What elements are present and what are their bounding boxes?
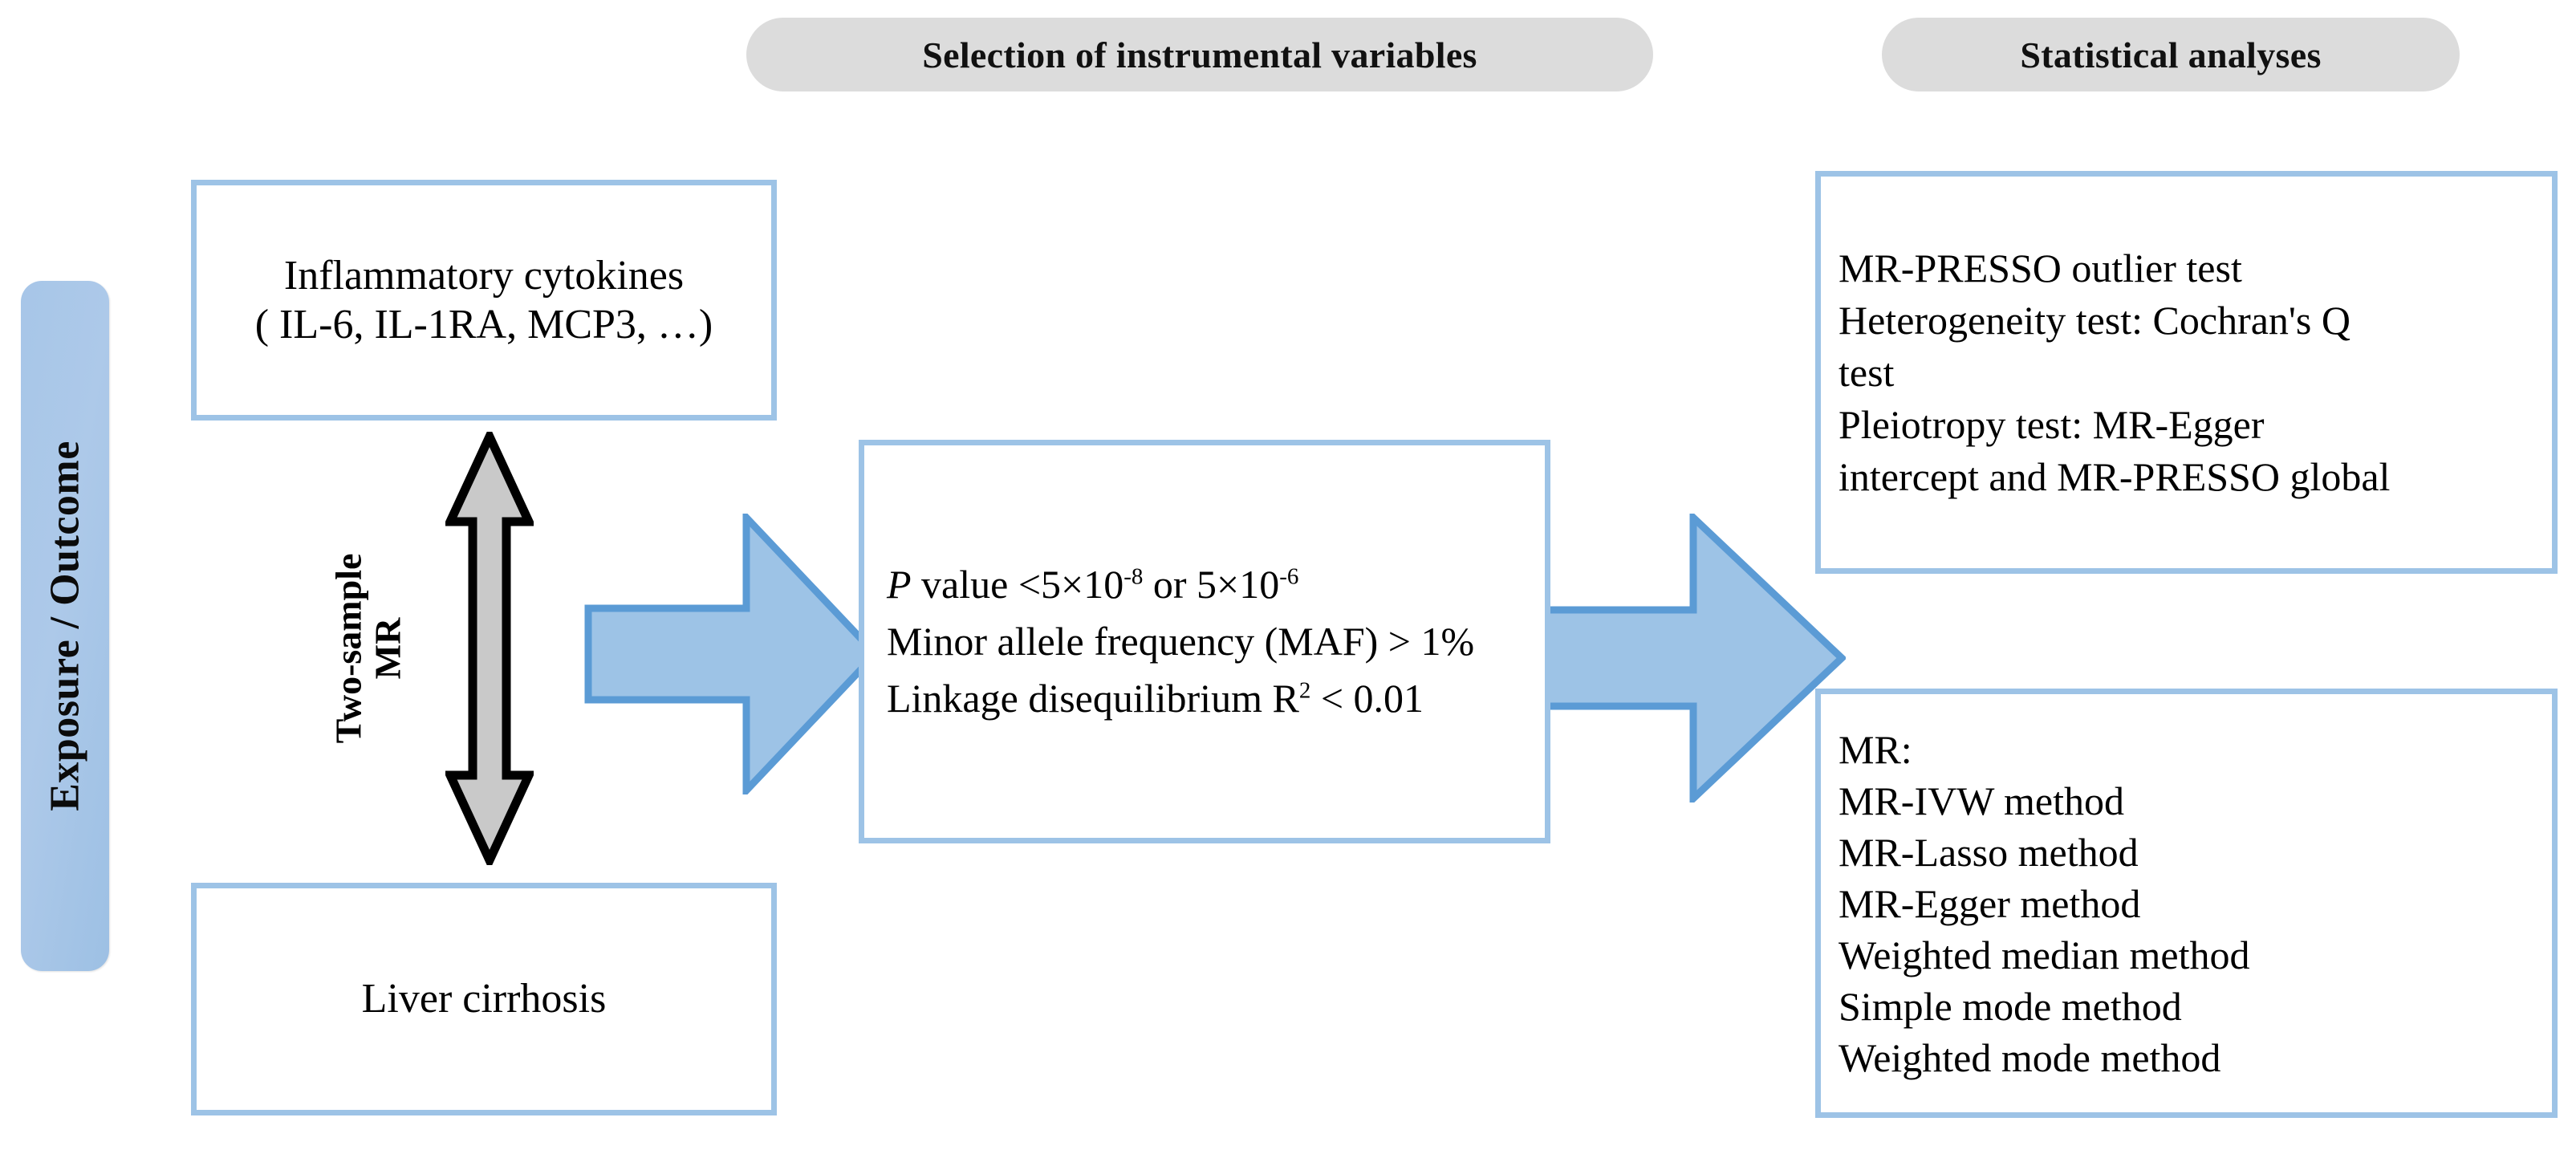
criteria-line-maf: Minor allele frequency (MAF) > 1% <box>887 619 1475 664</box>
criteria-pvalue-rest: value <5×10 <box>911 562 1124 607</box>
arrow-exposure-to-criteria-icon <box>584 508 881 800</box>
tests-line: intercept and MR-PRESSO global <box>1839 453 2391 499</box>
cytokines-line-2: ( IL-6, IL-1RA, MCP3, …) <box>254 302 713 347</box>
outcome-liver-cirrhosis-box: Liver cirrhosis <box>191 883 777 1115</box>
criteria-line-pvalue: P value <5×10-8 or 5×10-6 <box>887 556 1545 613</box>
two-sample-mr-line-1: Two-sample <box>327 553 369 744</box>
exposure-cytokines-box: Inflammatory cytokines ( IL-6, IL-1RA, M… <box>191 180 777 421</box>
exposure-cytokines-text: Inflammatory cytokines ( IL-6, IL-1RA, M… <box>255 251 713 350</box>
method-line: MR-Lasso method <box>1839 829 2139 875</box>
block-arrow-2-svg <box>1525 509 1847 807</box>
cytokines-line-1: Inflammatory cytokines <box>283 252 685 299</box>
method-line: MR-IVW method <box>1839 778 2124 823</box>
criteria-pvalue-exponent-1: -8 <box>1123 563 1144 590</box>
two-sample-mr-label: Two-sample MR <box>308 432 429 865</box>
criteria-ld-exponent: 2 <box>1298 677 1311 704</box>
criteria-pvalue-italic-p: P <box>887 562 912 607</box>
method-line: Simple mode method <box>1839 983 2182 1029</box>
tests-line: test <box>1839 349 1895 395</box>
criteria-line-ld: Linkage disequilibrium R2 < 0.01 <box>887 670 1545 727</box>
header-pill-statistics-label: Statistical analyses <box>2020 34 2322 75</box>
exposure-outcome-bar: Exposure / Outcome <box>21 281 109 971</box>
tests-line: MR-PRESSO outlier test <box>1839 245 2242 291</box>
block-arrow-1-svg <box>584 508 881 800</box>
tests-line: Pleiotropy test: MR-Egger <box>1839 401 2265 447</box>
two-sample-mr-label-text: Two-sample MR <box>327 553 408 744</box>
method-line: MR-Egger method <box>1839 880 2141 926</box>
mr-methods-text-block: MR: MR-IVW method MR-Lasso method MR-Egg… <box>1821 724 2552 1083</box>
criteria-pvalue-exponent-2: -6 <box>1279 563 1299 590</box>
mr-methods-box: MR: MR-IVW method MR-Lasso method MR-Egg… <box>1815 689 2558 1118</box>
criteria-ld-prefix: Linkage disequilibrium R <box>887 676 1299 721</box>
header-pill-selection-label: Selection of instrumental variables <box>922 34 1477 75</box>
criteria-pvalue-mid: or 5×10 <box>1143 562 1280 607</box>
two-sample-mr-double-arrow-icon <box>443 425 536 872</box>
two-sample-mr-line-2: MR <box>367 617 408 680</box>
header-pill-selection-of-instrumental-variables: Selection of instrumental variables <box>746 18 1653 91</box>
outcome-liver-cirrhosis-text: Liver cirrhosis <box>361 976 607 1022</box>
arrow-criteria-to-analyses-icon <box>1525 509 1847 807</box>
criteria-ld-suffix: < 0.01 <box>1310 676 1424 721</box>
method-line: MR: <box>1839 726 1912 772</box>
sensitivity-tests-text-block: MR-PRESSO outlier test Heterogeneity tes… <box>1821 242 2552 503</box>
sensitivity-tests-box: MR-PRESSO outlier test Heterogeneity tes… <box>1815 171 2558 574</box>
criteria-text-block: P value <5×10-8 or 5×10-6 Minor allele f… <box>864 556 1545 727</box>
header-pill-statistical-analyses: Statistical analyses <box>1882 18 2460 91</box>
exposure-outcome-label: Exposure / Outcome <box>42 441 88 811</box>
tests-line: Heterogeneity test: Cochran's Q <box>1839 297 2350 343</box>
method-line: Weighted mode method <box>1839 1034 2221 1080</box>
double-arrow-svg <box>443 425 536 872</box>
method-line: Weighted median method <box>1839 932 2250 977</box>
instrument-selection-criteria-box: P value <5×10-8 or 5×10-6 Minor allele f… <box>859 440 1550 843</box>
